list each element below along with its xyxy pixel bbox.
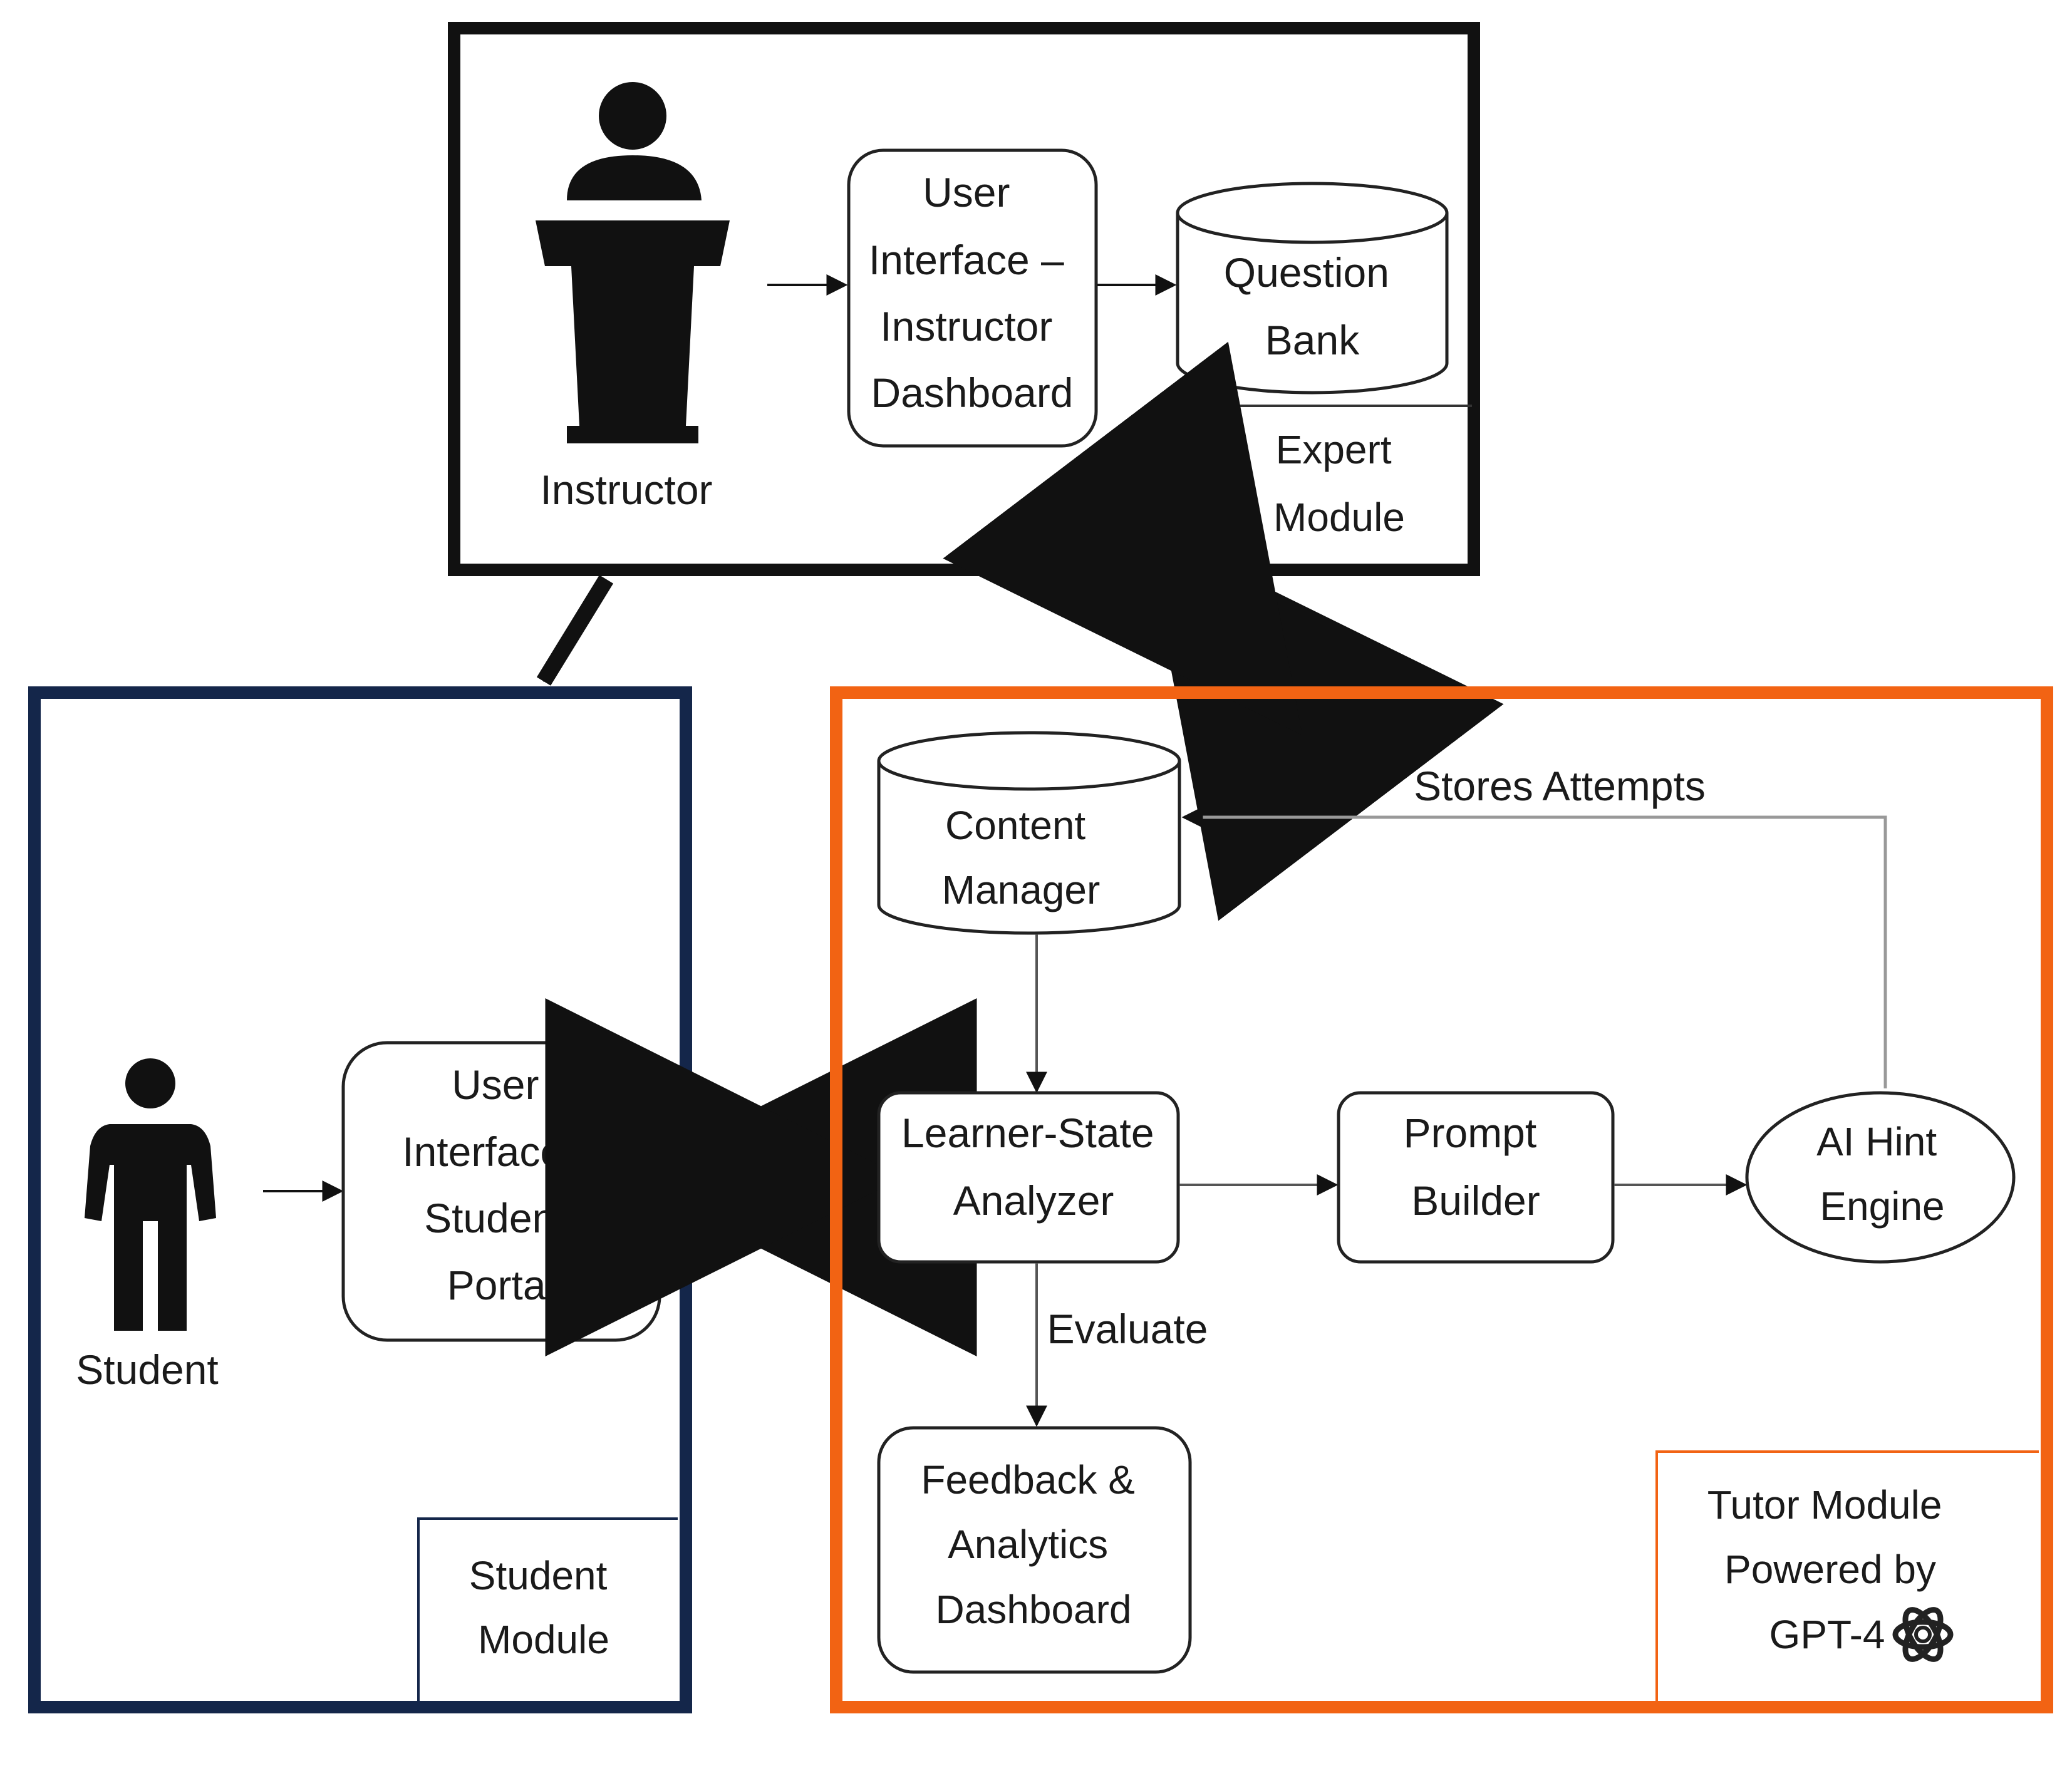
learner-state-box bbox=[877, 1091, 1180, 1264]
evaluate-label: Evaluate bbox=[1047, 1306, 1208, 1352]
tutor-module-frame bbox=[830, 686, 2053, 1713]
prompt-builder-box bbox=[1337, 1091, 1615, 1264]
openai-logo-icon bbox=[1892, 1607, 1954, 1662]
stores-attempts-label: Stores Attempts bbox=[1414, 763, 1706, 809]
feedback-dashboard-label: Feedback & Analytics Dashboard bbox=[921, 1457, 1146, 1632]
instructor-label: Instructor bbox=[540, 467, 712, 513]
expert-module-label: Expert Module bbox=[1273, 427, 1405, 540]
arrow-expert-tutor-bidirectional bbox=[943, 341, 1504, 921]
arrow-stores-attempts bbox=[1181, 807, 1887, 1088]
student-module-label: Student Module bbox=[469, 1553, 618, 1662]
student-label: Student bbox=[76, 1346, 219, 1393]
student-module-label-box bbox=[417, 1517, 678, 1701]
instructor-podium-icon bbox=[536, 82, 730, 443]
student-person-icon bbox=[85, 1058, 216, 1331]
feedback-dashboard-box bbox=[877, 1426, 1192, 1674]
tutor-module-label: Tutor Module Powered by bbox=[1707, 1482, 1953, 1592]
tutor-module-label-box bbox=[1655, 1450, 2039, 1701]
ai-hint-engine-label: AI Hint Engine bbox=[1816, 1119, 1948, 1229]
prompt-builder-label: Prompt Builder bbox=[1403, 1110, 1548, 1224]
arrow-expert-to-student bbox=[536, 575, 614, 686]
content-manager-label: Content Manager bbox=[942, 803, 1101, 912]
student-portal-label: User Interface - Student Portal bbox=[402, 1061, 599, 1308]
content-manager-cylinder bbox=[877, 731, 1181, 935]
ai-hint-engine-ellipse bbox=[1745, 1091, 2016, 1264]
learner-state-label: Learner-State Analyzer bbox=[901, 1110, 1166, 1224]
gpt4-label: GPT-4 bbox=[1769, 1612, 1885, 1657]
